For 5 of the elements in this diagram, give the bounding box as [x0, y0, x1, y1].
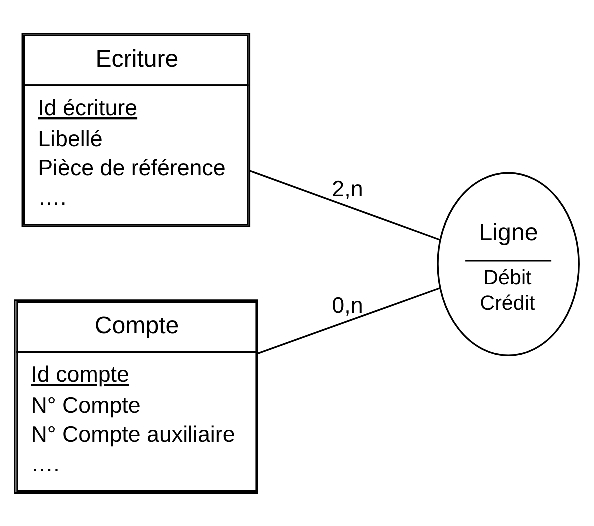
- edge-label: 2,n: [332, 176, 364, 201]
- node-ellipse: Ligne Débit Crédit: [437, 172, 580, 356]
- edge-label: 0,n: [332, 292, 364, 318]
- connector: [250, 170, 440, 240]
- connector: [257, 286, 441, 354]
